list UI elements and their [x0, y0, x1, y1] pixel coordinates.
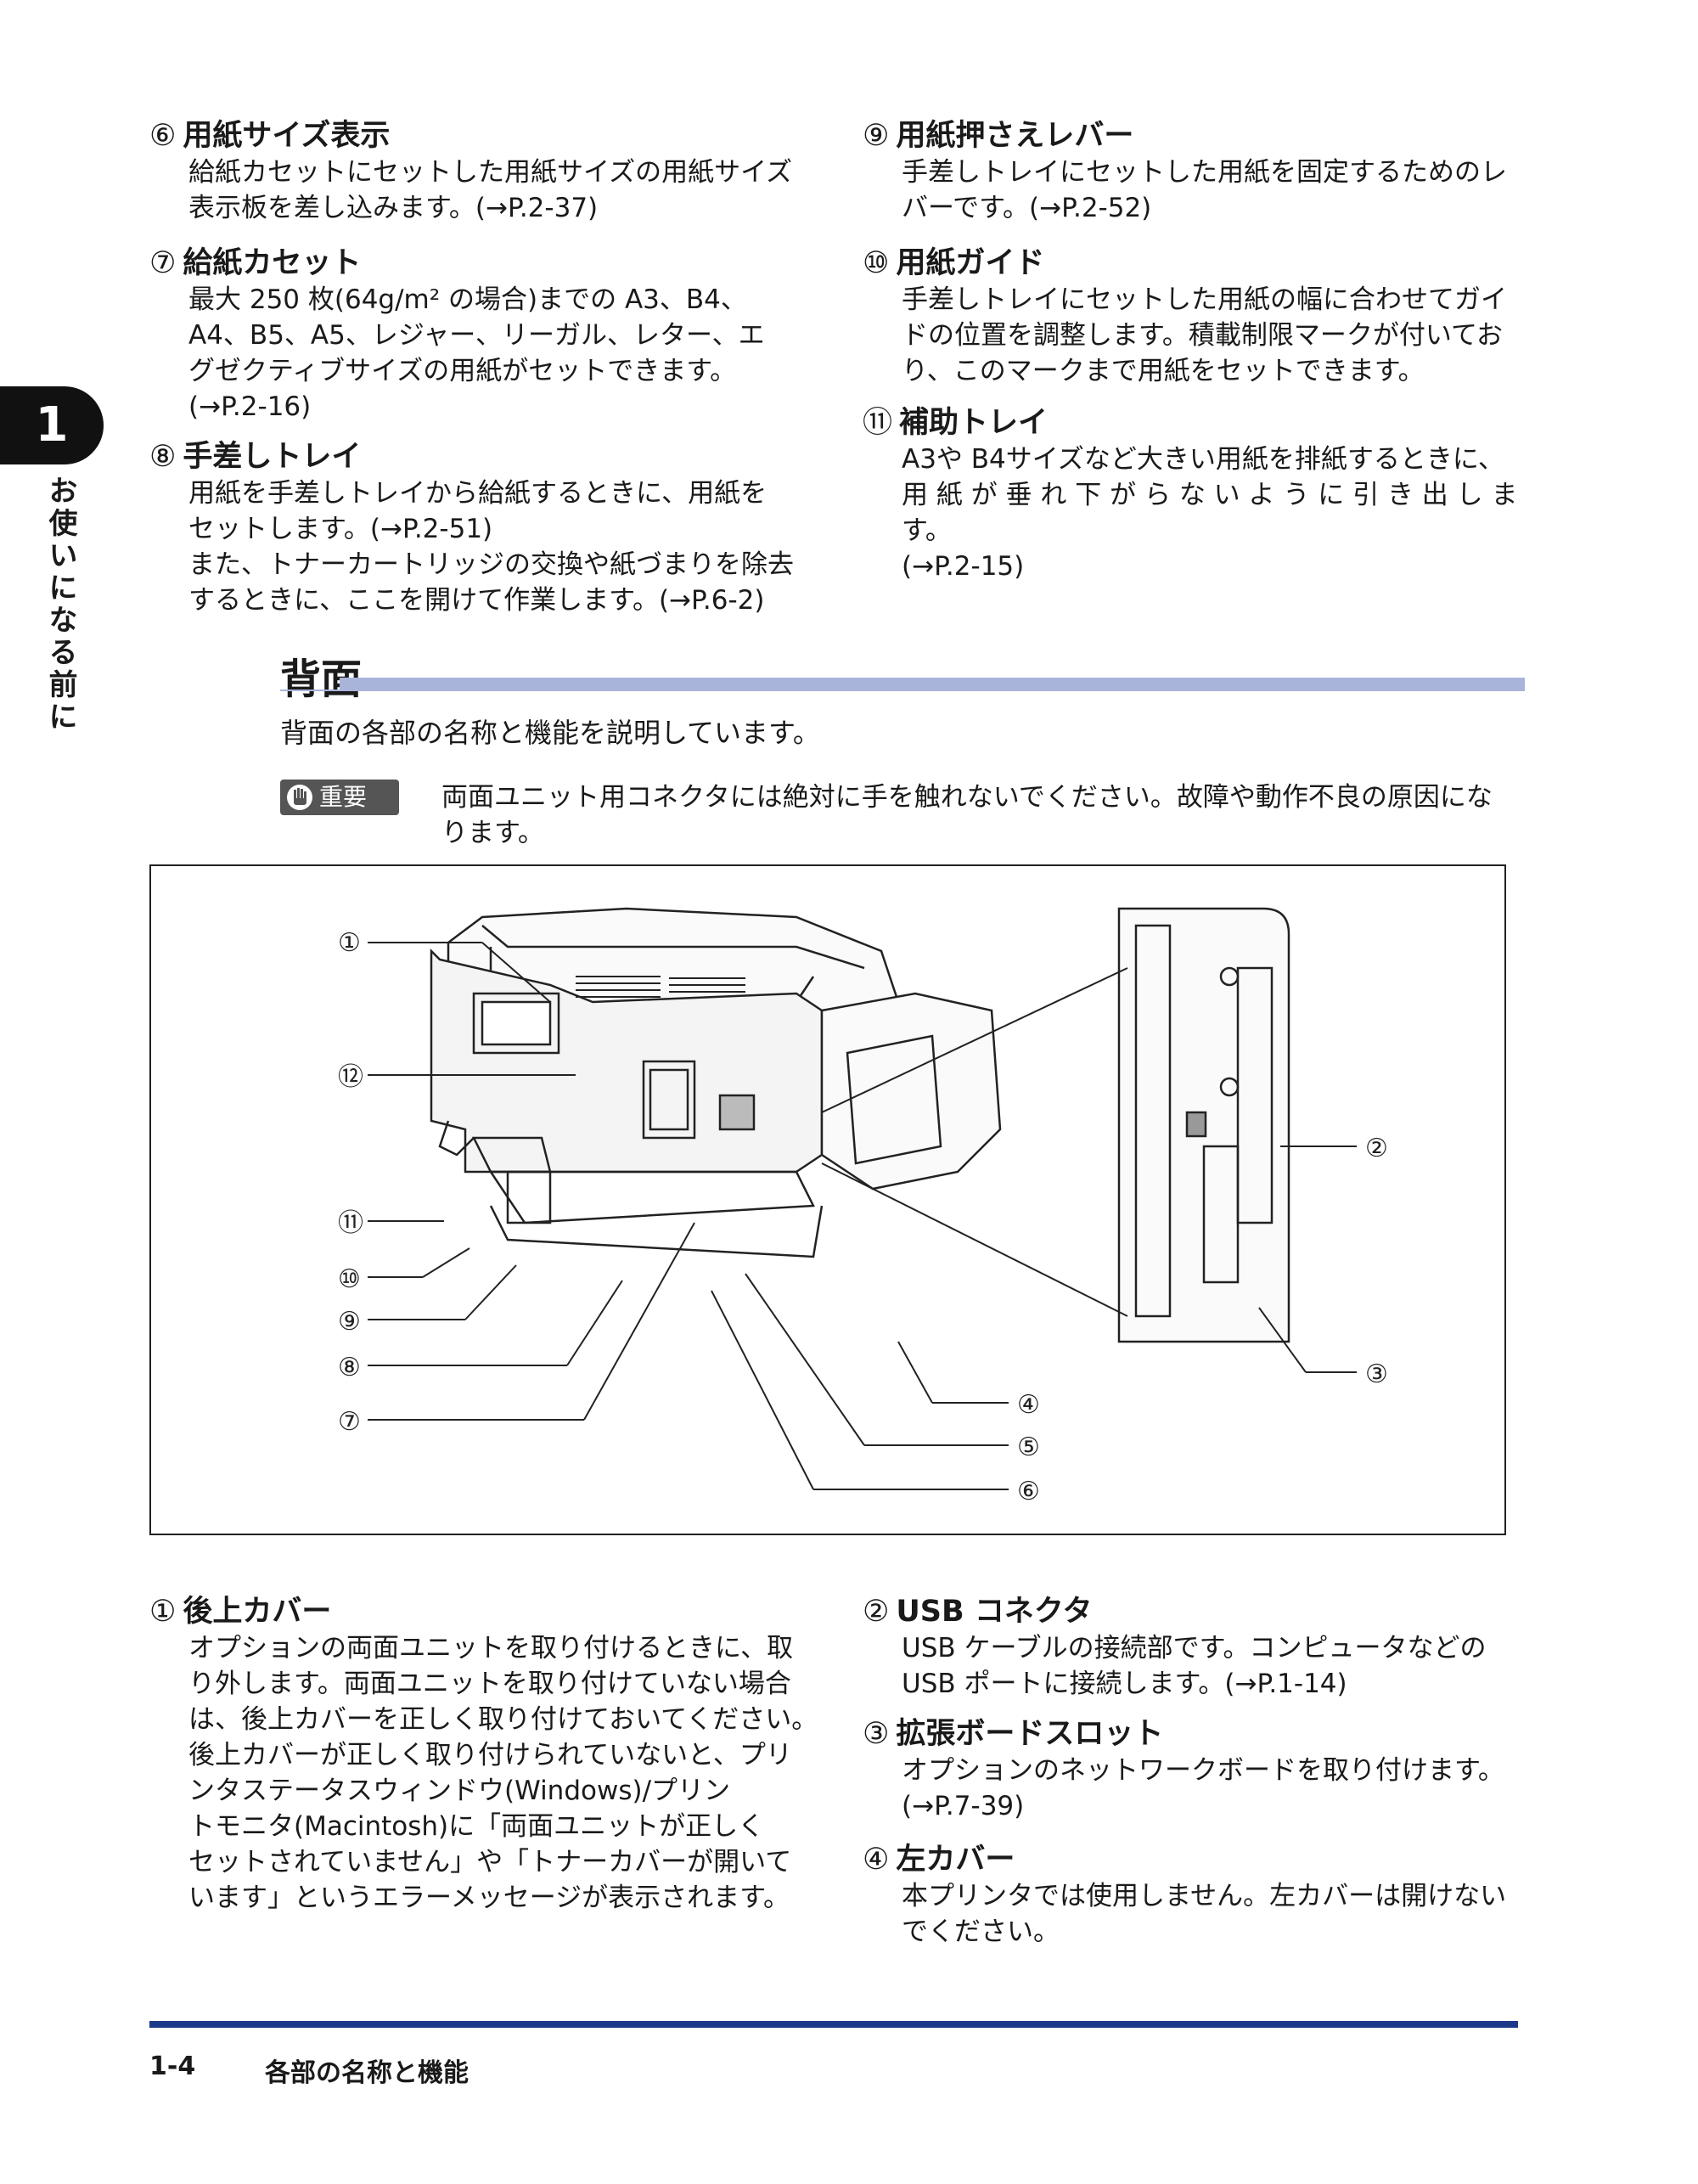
- item-title: 用紙ガイド: [896, 246, 1045, 280]
- footer-rule: [149, 2021, 1518, 2028]
- callout-11: ⑪: [338, 1208, 363, 1238]
- callout-06: ⑥: [1017, 1477, 1040, 1506]
- item-number: ①: [149, 1595, 177, 1629]
- callout-07: ⑦: [338, 1407, 361, 1437]
- item-title: USB コネクタ: [896, 1595, 1093, 1629]
- item-title: 用紙サイズ表示: [183, 119, 391, 153]
- important-text: 両面ユニット用コネクタには絶対に手を触れないでください。故障や動作不良の原因にな…: [441, 782, 1493, 848]
- item-body: 最大 250 枚(64g/m² の場合)までの A3、B4、 A4、B5、A5、…: [188, 284, 765, 422]
- item-body: 手差しトレイにセットした用紙の幅に合わせてガイ ドの位置を調整します。積載制限マ…: [902, 284, 1507, 386]
- callout-03: ③: [1365, 1359, 1388, 1389]
- item-title: 左カバー: [896, 1843, 1015, 1877]
- item-title: 給紙カセット: [183, 246, 362, 280]
- callout-02: ②: [1365, 1134, 1388, 1163]
- section-title: 背面: [280, 656, 363, 703]
- callout-05: ⑤: [1017, 1433, 1040, 1462]
- item-body: 給紙カセットにセットした用紙サイズの用紙サイズ 表示板を差し込みます。(→P.2…: [188, 157, 793, 223]
- important-label: 重要: [319, 783, 368, 811]
- item-body: オプションのネットワークボードを取り付けます。 (→P.7-39): [902, 1755, 1504, 1821]
- item-title: 手差しトレイ: [183, 440, 362, 474]
- callout-10: ⑩: [338, 1264, 361, 1294]
- hand-stop-icon: [287, 785, 312, 810]
- item-number: ③: [863, 1717, 890, 1751]
- item-body: オプションの両面ユニットを取り付けるときに、取 り外します。両面ユニットを取り付…: [188, 1633, 818, 1913]
- footer-title: 各部の名称と機能: [265, 2058, 469, 2088]
- chapter-side-label: お使いになる前に: [43, 476, 77, 734]
- callout-01: ①: [338, 928, 361, 958]
- item-number: ⑦: [149, 246, 177, 280]
- section-title-rule: [340, 678, 1525, 691]
- section-title-underline: [280, 690, 1525, 691]
- item-body: 用紙を手差しトレイから給紙するときに、用紙を セットします。(→P.2-51) …: [188, 478, 794, 616]
- item-title: 補助トレイ: [899, 406, 1049, 440]
- printer-rear-illustration: ① ② ③ ④ ⑤ ⑥ ⑦ ⑧ ⑨ ⑩ ⑪ ⑫: [338, 907, 1388, 1506]
- chapter-tab: 1: [0, 386, 104, 464]
- item-body: USB ケーブルの接続部です。コンピュータなどの USB ポートに接続します。(…: [902, 1633, 1487, 1699]
- callout-09: ⑨: [338, 1307, 361, 1337]
- item-title: 用紙押さえレバー: [896, 119, 1134, 153]
- item-number: ⑨: [863, 119, 890, 153]
- important-badge: 重要: [280, 780, 399, 815]
- item-number: ⑥: [149, 119, 177, 153]
- item-title: 拡張ボードスロット: [896, 1717, 1164, 1751]
- item-number: ②: [863, 1595, 890, 1629]
- item-body: 手差しトレイにセットした用紙を固定するためのレ バーです。(→P.2-52): [902, 157, 1507, 223]
- page-number: 1-4: [149, 2052, 196, 2081]
- callout-12: ⑫: [338, 1062, 363, 1092]
- item-number: ⑪: [863, 406, 893, 440]
- item-number: ④: [863, 1843, 890, 1877]
- section-intro: 背面の各部の名称と機能を説明しています。: [280, 717, 820, 749]
- printer-rear-figure: ① ② ③ ④ ⑤ ⑥ ⑦ ⑧ ⑨ ⑩ ⑪ ⑫: [149, 864, 1506, 1535]
- item-body: 本プリンタでは使用しません。左カバーは開けない でください。: [902, 1881, 1507, 1947]
- item-title: 後上カバー: [183, 1595, 332, 1629]
- item-number: ⑩: [863, 246, 890, 280]
- callout-08: ⑧: [338, 1353, 361, 1382]
- item-body: A3や B4サイズなど大きい用紙を排紙するときに、 用 紙 が 垂 れ 下 が …: [902, 444, 1518, 582]
- callout-04: ④: [1017, 1390, 1040, 1420]
- item-number: ⑧: [149, 440, 177, 474]
